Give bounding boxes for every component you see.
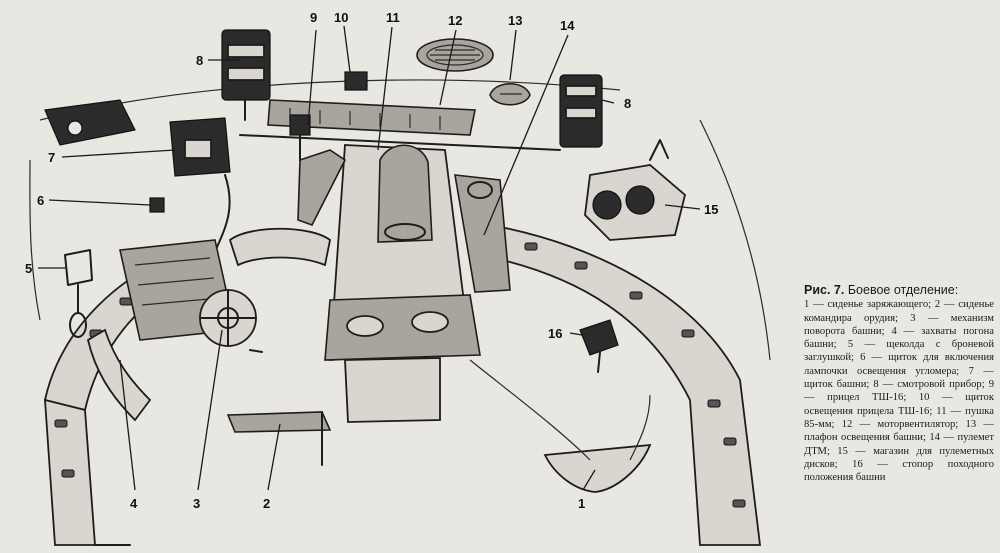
- sight-tsh16: [289, 114, 347, 226]
- label-2: 2: [263, 496, 270, 511]
- label-16: 16: [548, 326, 562, 341]
- loader-seat: [469, 359, 652, 493]
- label-11: 11: [386, 10, 400, 25]
- sight-light-panel: [344, 71, 368, 91]
- leader-lines: [38, 25, 701, 491]
- figure-title: Боевое отделение:: [847, 283, 959, 297]
- label-9: 9: [310, 10, 317, 25]
- vision-device-right: [559, 74, 603, 148]
- turret-ring-grips: [86, 328, 152, 422]
- motor-ventilator: [416, 38, 494, 72]
- roof-beam: [239, 99, 561, 151]
- label-8-left: 8: [196, 53, 203, 68]
- vision-device-left: [221, 29, 271, 121]
- label-12: 12: [448, 13, 462, 28]
- label-7: 7: [48, 150, 55, 165]
- gun-85mm: [324, 144, 481, 423]
- traverse-mechanism: [119, 239, 263, 353]
- turret-lamp: [489, 82, 531, 106]
- travel-lock: [579, 319, 619, 373]
- callout-numbers: 1 2 3 4 5 6 7 8 8 9 10 11 12 13 14 15 16: [25, 10, 718, 511]
- turret-interior-drawing: 1 2 3 4 5 6 7 8 8 9 10 11 12 13 14 15 16: [25, 10, 771, 546]
- turret-panel: [44, 99, 231, 281]
- label-8-right: 8: [624, 96, 631, 111]
- label-1: 1: [578, 496, 585, 511]
- caption-heading: Рис. 7. Боевое отделение:: [804, 283, 994, 297]
- label-15: 15: [704, 202, 718, 217]
- label-13: 13: [508, 13, 522, 28]
- brow-pad: [228, 227, 331, 267]
- label-5: 5: [25, 261, 32, 276]
- label-10: 10: [334, 10, 348, 25]
- goniometer-light-switch: [149, 197, 165, 213]
- figure-number: Рис. 7.: [804, 283, 845, 297]
- label-6: 6: [37, 193, 44, 208]
- label-4: 4: [130, 496, 138, 511]
- caption-legend: 1 — сиденье заряжающего; 2 — сиденье ком…: [804, 299, 994, 484]
- commander-seat: [226, 411, 332, 466]
- label-14: 14: [560, 18, 575, 33]
- figure-caption: Рис. 7. Боевое отделение: 1 — сиденье за…: [804, 283, 994, 484]
- label-3: 3: [193, 496, 200, 511]
- magazine-rack: [584, 139, 687, 241]
- latch-with-plug: [64, 249, 93, 338]
